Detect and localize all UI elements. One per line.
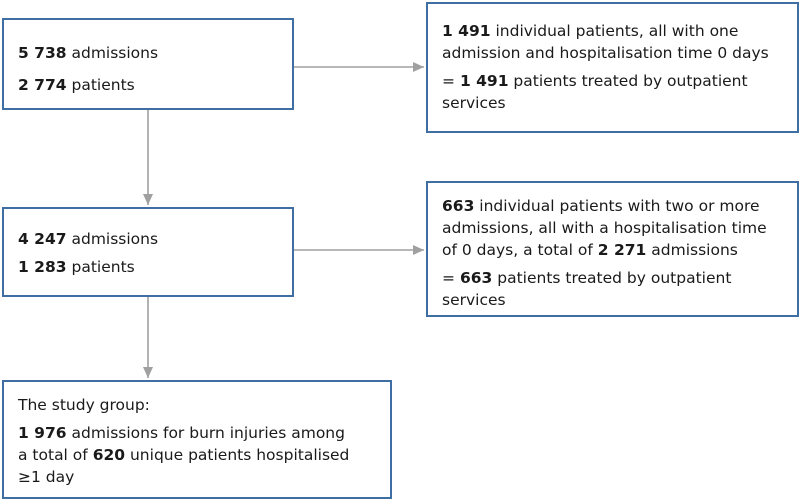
study-group-heading: The study group: <box>18 396 150 414</box>
excl2-line4: = 663 patients treated by outpatient <box>442 267 787 289</box>
excl2-text-c-post: admissions <box>651 241 738 259</box>
initial-cohort-box: 5 738 admissions 2 774 patients <box>2 18 294 110</box>
mid-patients-count: 1 283 <box>18 258 67 276</box>
excl1-equals: = <box>442 72 455 90</box>
excl2-patient-count: 663 <box>442 197 475 215</box>
mid-patients-label: patients <box>71 258 135 276</box>
study-text-a: admissions for burn injuries among <box>71 424 345 442</box>
excl2-outpatient-count: 663 <box>459 269 493 287</box>
excl1-outpatient-count: 1 491 <box>459 72 509 90</box>
study-line2: a total of 620 unique patients hospitali… <box>18 444 380 466</box>
excl2-line3: of 0 days, a total of 2 271 admissions <box>442 239 787 261</box>
excl2-text-c-pre: of 0 days, a total of <box>442 241 593 259</box>
excl2-admissions-total: 2 271 <box>597 241 647 259</box>
initial-admissions-label: admissions <box>71 44 159 62</box>
initial-patients-count: 2 774 <box>18 76 67 94</box>
excl2-outpatient-text-a: patients treated by outpatient <box>497 269 732 287</box>
initial-patients-label: patients <box>71 76 135 94</box>
excl2-equals: = <box>442 269 455 287</box>
study-text-b-pre: a total of <box>18 446 88 464</box>
initial-patients-line: 2 774 patients <box>18 74 292 96</box>
mid-admissions-label: admissions <box>71 230 159 248</box>
initial-admissions-line: 5 738 admissions <box>18 42 292 64</box>
study-patients-count: 620 <box>92 446 126 464</box>
study-text-c: ≥1 day <box>18 468 75 486</box>
initial-admissions-count: 5 738 <box>18 44 67 62</box>
excl1-line3: = 1 491 patients treated by outpatient <box>442 70 787 92</box>
excl1-line1: 1 491 individual patients, all with one <box>442 20 787 42</box>
excl1-text-a: individual patients, all with one <box>495 22 739 40</box>
excl2-text-a: individual patients with two or more <box>479 197 760 215</box>
study-text-b-post: unique patients hospitalised <box>129 446 350 464</box>
excl1-outpatient-text-a: patients treated by outpatient <box>513 72 748 90</box>
mid-patients-line: 1 283 patients <box>18 256 292 278</box>
excl2-outpatient-text-b: services <box>442 291 506 309</box>
study-group-box: The study group: 1 976 admissions for bu… <box>2 380 392 499</box>
excl1-text-b: admission and hospitalisation time 0 day… <box>442 44 769 62</box>
exclusion-box-single-admission: 1 491 individual patients, all with one … <box>426 2 799 133</box>
excl2-text-b: admissions, all with a hospitalisation t… <box>442 219 767 237</box>
mid-admissions-count: 4 247 <box>18 230 67 248</box>
study-admissions-count: 1 976 <box>18 424 67 442</box>
excl2-line1: 663 individual patients with two or more <box>442 195 787 217</box>
excl1-patient-count: 1 491 <box>442 22 491 40</box>
exclusion-box-multiple-admissions: 663 individual patients with two or more… <box>426 181 799 317</box>
intermediate-cohort-box: 4 247 admissions 1 283 patients <box>2 207 294 297</box>
mid-admissions-line: 4 247 admissions <box>18 228 292 250</box>
excl1-outpatient-text-b: services <box>442 94 506 112</box>
study-line1: 1 976 admissions for burn injuries among <box>18 422 380 444</box>
